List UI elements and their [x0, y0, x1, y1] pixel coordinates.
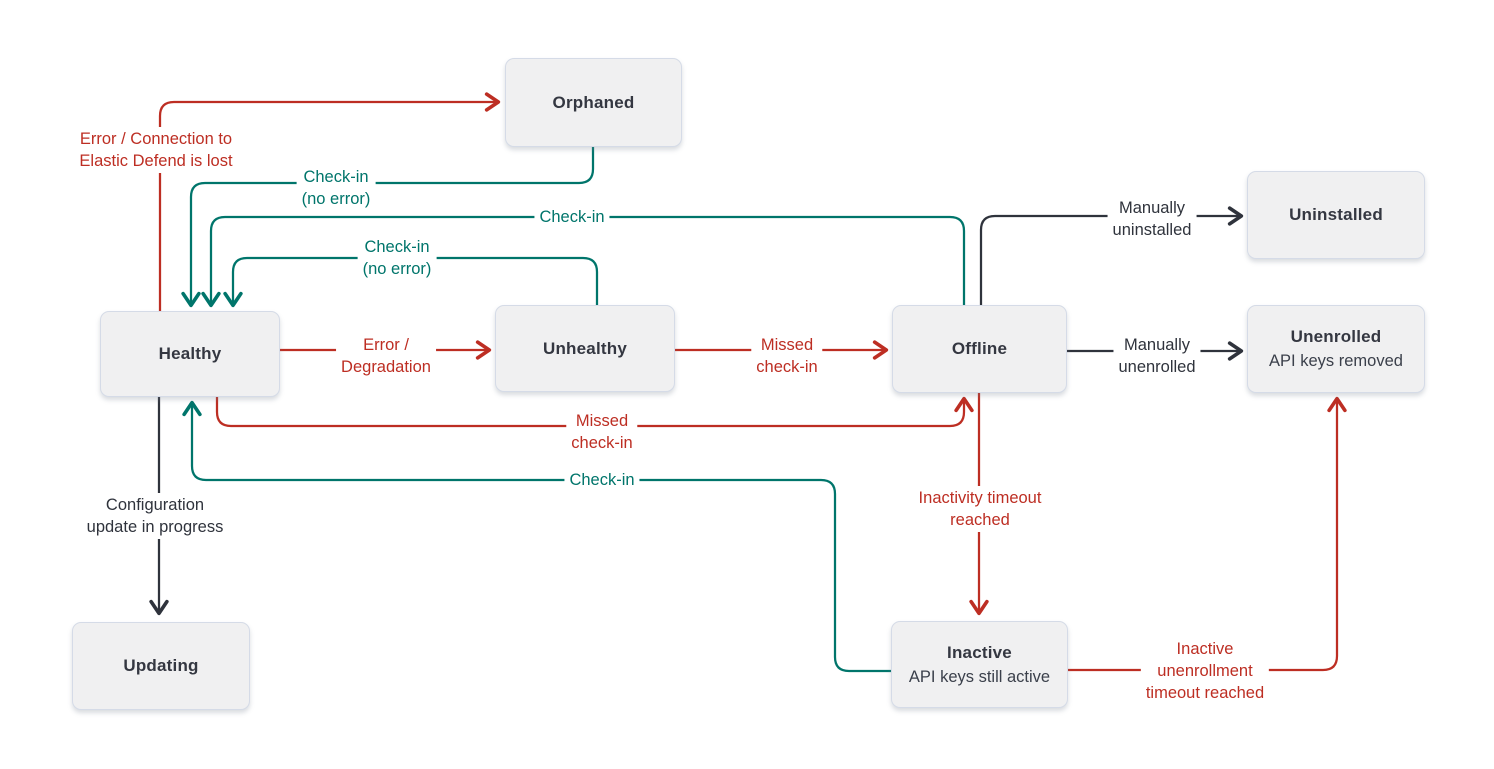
node-inactive-label: Inactive [947, 642, 1012, 662]
edge-label-inactivity-timeout: Inactivity timeout reached [913, 486, 1047, 532]
edge-offline-to-healthy [201, 215, 966, 308]
node-unenrolled: Unenrolled API keys removed [1247, 305, 1425, 393]
node-updating: Updating [72, 622, 250, 710]
node-orphaned-label: Orphaned [552, 92, 635, 112]
edge-label-configuration-update: Configuration update in progress [81, 493, 229, 539]
edge-label-checkin-offline: Check-in [534, 205, 610, 229]
edge-label-checkin-inactive: Check-in [564, 468, 640, 492]
node-updating-label: Updating [123, 656, 199, 675]
node-healthy: Healthy [100, 311, 280, 397]
node-unenrolled-sublabel: API keys removed [1269, 352, 1403, 370]
node-unenrolled-label: Unenrolled [1290, 327, 1382, 346]
node-unhealthy-label: Unhealthy [543, 338, 627, 358]
edge-inactive-to-unenrolled [1068, 396, 1347, 672]
edge-label-manually-uninstalled: Manually uninstalled [1107, 196, 1197, 242]
node-offline: Offline [892, 305, 1067, 393]
edge-offline-to-uninstalled [979, 206, 1244, 305]
edge-label-checkin-no-error-orphaned: Check-in (no error) [296, 165, 376, 211]
node-orphaned: Orphaned [505, 58, 682, 147]
edge-label-inactive-unenrollment: Inactive unenrollment timeout reached [1140, 637, 1270, 705]
node-healthy-label: Healthy [158, 344, 222, 363]
edge-orphaned-to-healthy [181, 147, 595, 308]
edge-label-checkin-no-error-unhealthy: Check-in (no error) [357, 235, 437, 281]
edge-label-error-connection-lost: Error / Connection to Elastic Defend is … [74, 127, 238, 173]
edge-label-missed-checkin-healthy: Missed check-in [566, 409, 638, 455]
edge-healthy-to-orphaned [158, 92, 501, 311]
edge-label-manually-unenrolled: Manually unenrolled [1113, 333, 1201, 379]
node-uninstalled: Uninstalled [1247, 171, 1425, 259]
node-uninstalled-label: Uninstalled [1289, 205, 1383, 224]
node-inactive-sublabel: API keys still active [908, 667, 1051, 686]
node-inactive: Inactive API keys still active [891, 621, 1068, 708]
edge-label-error-degradation: Error / Degradation [336, 333, 436, 379]
edge-inactive-to-healthy [182, 400, 891, 673]
node-unhealthy: Unhealthy [495, 305, 675, 392]
edge-label-missed-checkin-unhealthy: Missed check-in [751, 333, 823, 379]
node-offline-label: Offline [951, 339, 1008, 358]
